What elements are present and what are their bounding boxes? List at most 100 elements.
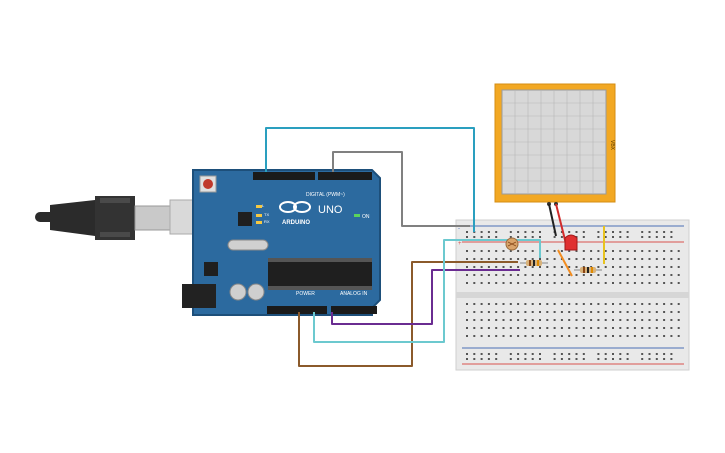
terminal-hole[interactable] [560, 319, 563, 321]
terminal-hole[interactable] [560, 335, 563, 337]
terminal-hole[interactable] [546, 319, 549, 321]
terminal-hole[interactable] [560, 327, 563, 329]
terminal-hole[interactable] [619, 303, 622, 305]
terminal-hole[interactable] [531, 274, 534, 276]
terminal-hole[interactable] [473, 258, 476, 260]
terminal-hole[interactable] [560, 303, 563, 305]
rail-hole[interactable] [473, 358, 476, 360]
terminal-hole[interactable] [612, 266, 614, 268]
terminal-hole[interactable] [531, 335, 534, 337]
terminal-hole[interactable] [473, 319, 476, 321]
rail-hole[interactable] [619, 231, 622, 233]
rail-hole[interactable] [641, 353, 644, 355]
rail-hole[interactable] [560, 353, 563, 355]
terminal-hole[interactable] [553, 282, 556, 284]
rail-hole[interactable] [466, 353, 468, 355]
terminal-hole[interactable] [568, 303, 571, 305]
terminal-hole[interactable] [473, 282, 476, 284]
terminal-hole[interactable] [582, 282, 585, 284]
terminal-hole[interactable] [604, 250, 607, 252]
rail-hole[interactable] [597, 353, 600, 355]
terminal-hole[interactable] [663, 335, 666, 337]
rail-hole[interactable] [619, 353, 622, 355]
terminal-hole[interactable] [539, 311, 541, 313]
terminal-hole[interactable] [517, 258, 520, 260]
terminal-hole[interactable] [546, 266, 549, 268]
terminal-hole[interactable] [619, 274, 622, 276]
terminal-hole[interactable] [612, 258, 614, 260]
orange-wire[interactable] [557, 249, 573, 277]
terminal-hole[interactable] [677, 274, 680, 276]
terminal-hole[interactable] [670, 319, 673, 321]
power-header[interactable] [267, 306, 327, 314]
terminal-hole[interactable] [597, 282, 600, 284]
terminal-hole[interactable] [509, 303, 512, 305]
terminal-hole[interactable] [604, 266, 607, 268]
terminal-hole[interactable] [575, 282, 578, 284]
terminal-hole[interactable] [619, 319, 622, 321]
terminal-hole[interactable] [473, 327, 476, 329]
terminal-hole[interactable] [531, 282, 534, 284]
terminal-hole[interactable] [648, 335, 651, 337]
terminal-hole[interactable] [626, 258, 629, 260]
rail-hole[interactable] [509, 358, 512, 360]
terminal-hole[interactable] [641, 250, 644, 252]
rail-hole[interactable] [487, 353, 490, 355]
terminal-hole[interactable] [466, 250, 468, 252]
terminal-hole[interactable] [597, 303, 600, 305]
rail-hole[interactable] [575, 231, 578, 233]
terminal-hole[interactable] [655, 335, 658, 337]
terminal-hole[interactable] [626, 311, 629, 313]
terminal-hole[interactable] [655, 258, 658, 260]
terminal-hole[interactable] [677, 335, 680, 337]
terminal-hole[interactable] [633, 311, 636, 313]
rail-hole[interactable] [582, 358, 585, 360]
rail-hole[interactable] [597, 231, 600, 233]
terminal-hole[interactable] [626, 335, 629, 337]
terminal-hole[interactable] [582, 250, 585, 252]
rail-hole[interactable] [517, 236, 520, 238]
terminal-hole[interactable] [597, 258, 600, 260]
terminal-hole[interactable] [633, 282, 636, 284]
terminal-hole[interactable] [633, 274, 636, 276]
terminal-hole[interactable] [517, 319, 520, 321]
rail-hole[interactable] [495, 236, 498, 238]
terminal-hole[interactable] [670, 258, 673, 260]
terminal-hole[interactable] [502, 258, 505, 260]
terminal-hole[interactable] [575, 250, 578, 252]
terminal-hole[interactable] [495, 250, 498, 252]
terminal-hole[interactable] [575, 311, 578, 313]
terminal-hole[interactable] [495, 274, 498, 276]
terminal-hole[interactable] [568, 319, 571, 321]
rail-hole[interactable] [509, 353, 512, 355]
terminal-hole[interactable] [502, 274, 505, 276]
rail-hole[interactable] [524, 231, 527, 233]
terminal-hole[interactable] [590, 327, 593, 329]
terminal-hole[interactable] [539, 274, 541, 276]
rail-hole[interactable] [648, 231, 651, 233]
rail-hole[interactable] [531, 353, 534, 355]
terminal-hole[interactable] [473, 311, 476, 313]
terminal-hole[interactable] [597, 327, 600, 329]
terminal-hole[interactable] [670, 266, 673, 268]
terminal-hole[interactable] [677, 303, 680, 305]
terminal-hole[interactable] [524, 258, 527, 260]
terminal-hole[interactable] [626, 250, 629, 252]
rail-hole[interactable] [473, 236, 476, 238]
rail-hole[interactable] [582, 236, 585, 238]
terminal-hole[interactable] [582, 335, 585, 337]
terminal-hole[interactable] [480, 303, 483, 305]
terminal-hole[interactable] [619, 335, 622, 337]
terminal-hole[interactable] [575, 303, 578, 305]
terminal-hole[interactable] [560, 282, 563, 284]
rail-hole[interactable] [553, 236, 556, 238]
terminal-hole[interactable] [568, 327, 571, 329]
terminal-hole[interactable] [509, 274, 512, 276]
terminal-hole[interactable] [466, 319, 468, 321]
terminal-hole[interactable] [553, 327, 556, 329]
terminal-hole[interactable] [553, 258, 556, 260]
rail-hole[interactable] [612, 236, 614, 238]
rail-hole[interactable] [487, 236, 490, 238]
rail-hole[interactable] [626, 231, 629, 233]
led[interactable] [564, 234, 578, 251]
